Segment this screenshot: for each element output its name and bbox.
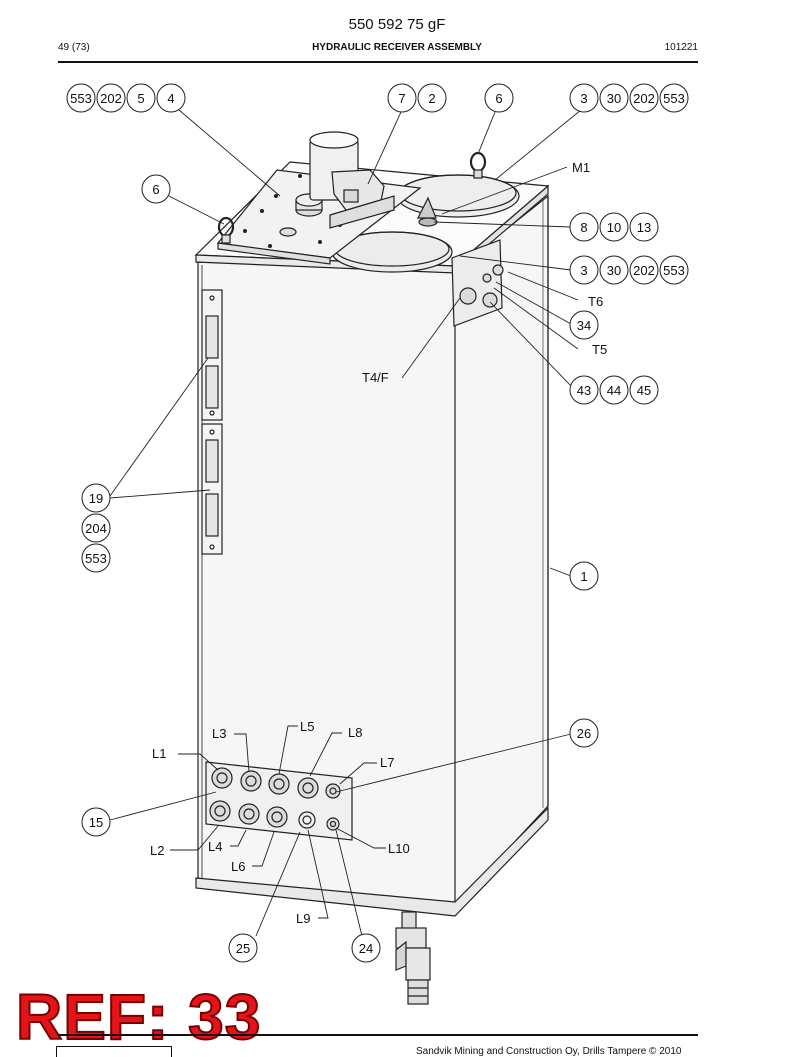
callout-26: 26 bbox=[569, 718, 599, 748]
ref-stamp: REF: 33 bbox=[15, 981, 262, 1053]
callout-44: 44 bbox=[599, 375, 629, 405]
svg-text:30: 30 bbox=[607, 263, 621, 278]
label-T6: T6 bbox=[588, 294, 603, 309]
callout-202-mid: 202 bbox=[629, 255, 659, 285]
callout-6-left: 6 bbox=[141, 174, 171, 204]
footer-rule bbox=[58, 1034, 698, 1036]
label-L8: L8 bbox=[348, 725, 362, 740]
svg-text:2: 2 bbox=[428, 91, 435, 106]
svg-text:553: 553 bbox=[85, 551, 107, 566]
svg-text:7: 7 bbox=[398, 91, 405, 106]
svg-text:30: 30 bbox=[607, 91, 621, 106]
port-panel bbox=[205, 761, 353, 841]
svg-text:6: 6 bbox=[495, 91, 502, 106]
svg-text:4: 4 bbox=[167, 91, 174, 106]
tank-body bbox=[195, 194, 549, 917]
svg-text:204: 204 bbox=[85, 521, 107, 536]
callout-204: 204 bbox=[81, 513, 111, 543]
callout-25: 25 bbox=[228, 933, 258, 963]
page-number: 49 (73) bbox=[58, 42, 90, 53]
label-L7: L7 bbox=[380, 755, 394, 770]
header-rule bbox=[58, 61, 698, 63]
callout-30-mid: 30 bbox=[599, 255, 629, 285]
callout-553-top: 553 bbox=[659, 83, 689, 113]
callout-7: 7 bbox=[387, 83, 417, 113]
drain-valve bbox=[395, 911, 431, 1005]
leader-lines bbox=[109, 109, 582, 937]
callout-202-top: 202 bbox=[629, 83, 659, 113]
svg-text:15: 15 bbox=[89, 815, 103, 830]
callout-202: 202 bbox=[96, 83, 126, 113]
svg-text:45: 45 bbox=[637, 383, 651, 398]
svg-text:3: 3 bbox=[580, 91, 587, 106]
callout-19: 19 bbox=[81, 483, 111, 513]
document-date: 101221 bbox=[664, 42, 698, 53]
svg-text:5: 5 bbox=[137, 91, 144, 106]
callout-13: 13 bbox=[629, 212, 659, 242]
svg-text:26: 26 bbox=[577, 726, 591, 741]
label-L9: L9 bbox=[296, 911, 310, 926]
svg-text:34: 34 bbox=[577, 318, 591, 333]
svg-text:553: 553 bbox=[663, 91, 685, 106]
callout-43: 43 bbox=[569, 375, 599, 405]
callout-15: 15 bbox=[81, 807, 111, 837]
svg-text:202: 202 bbox=[633, 91, 655, 106]
label-M1: M1 bbox=[572, 160, 590, 175]
callout-8: 8 bbox=[569, 212, 599, 242]
svg-text:19: 19 bbox=[89, 491, 103, 506]
callout-45: 45 bbox=[629, 375, 659, 405]
label-L10: L10 bbox=[388, 841, 410, 856]
callout-553-mid: 553 bbox=[659, 255, 689, 285]
document-title: HYDRAULIC RECEIVER ASSEMBLY bbox=[312, 42, 482, 53]
callout-3-top: 3 bbox=[569, 83, 599, 113]
callout-1: 1 bbox=[569, 561, 599, 591]
callout-6-top: 6 bbox=[484, 83, 514, 113]
callout-bubbles: 553 202 5 4 7 2 6 3 30 202 553 6 8 10 13… bbox=[66, 83, 689, 963]
svg-text:25: 25 bbox=[236, 941, 250, 956]
svg-text:553: 553 bbox=[70, 91, 92, 106]
svg-text:202: 202 bbox=[633, 263, 655, 278]
callout-30-top: 30 bbox=[599, 83, 629, 113]
company-logo bbox=[56, 1046, 172, 1057]
level-gauges bbox=[201, 289, 223, 555]
label-L3: L3 bbox=[212, 726, 226, 741]
callout-24: 24 bbox=[351, 933, 381, 963]
callout-2: 2 bbox=[417, 83, 447, 113]
port-labels: M1 T6 T5 T4/F L1 L2 L3 L4 L5 L6 L7 L8 L9… bbox=[150, 160, 607, 926]
svg-text:553: 553 bbox=[663, 263, 685, 278]
svg-text:10: 10 bbox=[607, 220, 621, 235]
label-L6: L6 bbox=[231, 859, 245, 874]
svg-text:44: 44 bbox=[607, 383, 621, 398]
callout-553: 553 bbox=[66, 83, 96, 113]
callout-10: 10 bbox=[599, 212, 629, 242]
return-manifold bbox=[451, 239, 504, 327]
svg-text:3: 3 bbox=[580, 263, 587, 278]
svg-text:13: 13 bbox=[637, 220, 651, 235]
label-L5: L5 bbox=[300, 719, 314, 734]
label-L1: L1 bbox=[152, 746, 166, 761]
callout-5: 5 bbox=[126, 83, 156, 113]
footer-company: Sandvik Mining and Construction Oy, Dril… bbox=[416, 1046, 682, 1057]
svg-text:8: 8 bbox=[580, 220, 587, 235]
callout-34: 34 bbox=[569, 310, 599, 340]
callout-553-left: 553 bbox=[81, 543, 111, 573]
label-T5: T5 bbox=[592, 342, 607, 357]
svg-text:43: 43 bbox=[577, 383, 591, 398]
label-L2: L2 bbox=[150, 843, 164, 858]
document-code: 550 592 75 gF bbox=[348, 16, 446, 33]
label-T4F: T4/F bbox=[362, 370, 389, 385]
callout-4: 4 bbox=[156, 83, 186, 113]
svg-text:1: 1 bbox=[580, 569, 587, 584]
svg-text:202: 202 bbox=[100, 91, 122, 106]
callout-3-mid: 3 bbox=[569, 255, 599, 285]
svg-text:24: 24 bbox=[359, 941, 373, 956]
svg-text:6: 6 bbox=[152, 182, 159, 197]
label-L4: L4 bbox=[208, 839, 222, 854]
